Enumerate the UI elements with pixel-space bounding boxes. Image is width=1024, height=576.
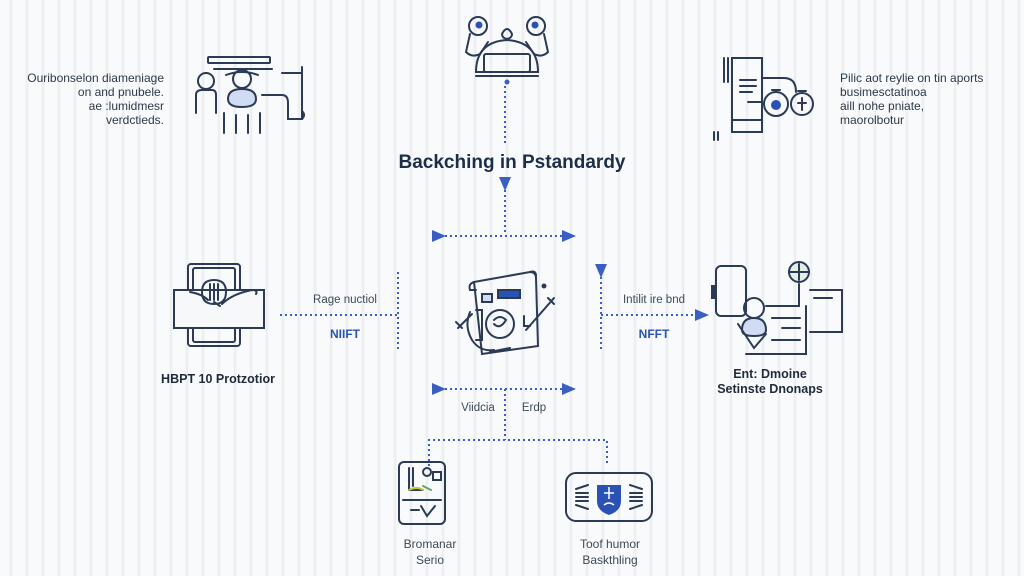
note-line: ae :lumidmesr bbox=[88, 99, 164, 113]
user-workstation-icon bbox=[711, 261, 843, 355]
center-label-left: Viidcia bbox=[461, 402, 495, 414]
caption-line: Bromanar bbox=[403, 537, 457, 551]
hand-shield-card-icon bbox=[173, 263, 265, 347]
top-right-note: Pilic aot reylie on tin aports busimesct… bbox=[840, 71, 1010, 127]
center-label-right: Erdp bbox=[521, 402, 547, 414]
bottom-right-node-caption: Toof humor Baskthling bbox=[550, 536, 670, 568]
note-line: verdctieds. bbox=[105, 113, 164, 127]
meeting-people-icon bbox=[195, 56, 305, 134]
document-coins-icon bbox=[713, 57, 814, 141]
note-line: on and pnubele. bbox=[77, 85, 164, 99]
right-connector-label: Intilit ire bnd bbox=[622, 294, 685, 306]
bottom-left-node-caption: Bromanar Serio bbox=[380, 536, 480, 568]
left-connector-label: Rage nuctiol bbox=[313, 294, 377, 306]
connector-bottom-branch bbox=[428, 439, 608, 466]
note-line: Pilic aot reylie on tin aports bbox=[840, 71, 984, 85]
right-connector-accent: NFFT bbox=[638, 327, 670, 341]
top-left-note: Ouribonselon diameniage on and pnubele. … bbox=[12, 71, 164, 127]
caption-line: Baskthling bbox=[582, 553, 638, 567]
diagram-title: Backching in Pstandardy bbox=[398, 152, 626, 173]
right-node-caption: Ent: Dmoine Setinste Dnonaps bbox=[690, 367, 850, 397]
note-line: aill nohe pniate, bbox=[840, 99, 925, 113]
caption-line: Serio bbox=[415, 553, 444, 567]
note-line: busimesctatinoa bbox=[840, 85, 927, 99]
caption-line: Toof humor bbox=[579, 537, 641, 551]
shield-badge-icon bbox=[565, 472, 653, 522]
tools-document-icon bbox=[455, 270, 555, 356]
left-connector-accent: NIIFT bbox=[330, 327, 360, 341]
caption-line: Setinste Dnonaps bbox=[717, 382, 823, 396]
caption-line: Ent: Dmoine bbox=[733, 367, 807, 381]
note-line: maorolbotur bbox=[840, 113, 905, 127]
service-dome-icon bbox=[464, 16, 550, 85]
gauge-panel-icon bbox=[398, 461, 446, 525]
left-node-caption: HBPT 10 Protzotior bbox=[161, 372, 275, 386]
note-line: Ouribonselon diameniage bbox=[27, 71, 164, 85]
